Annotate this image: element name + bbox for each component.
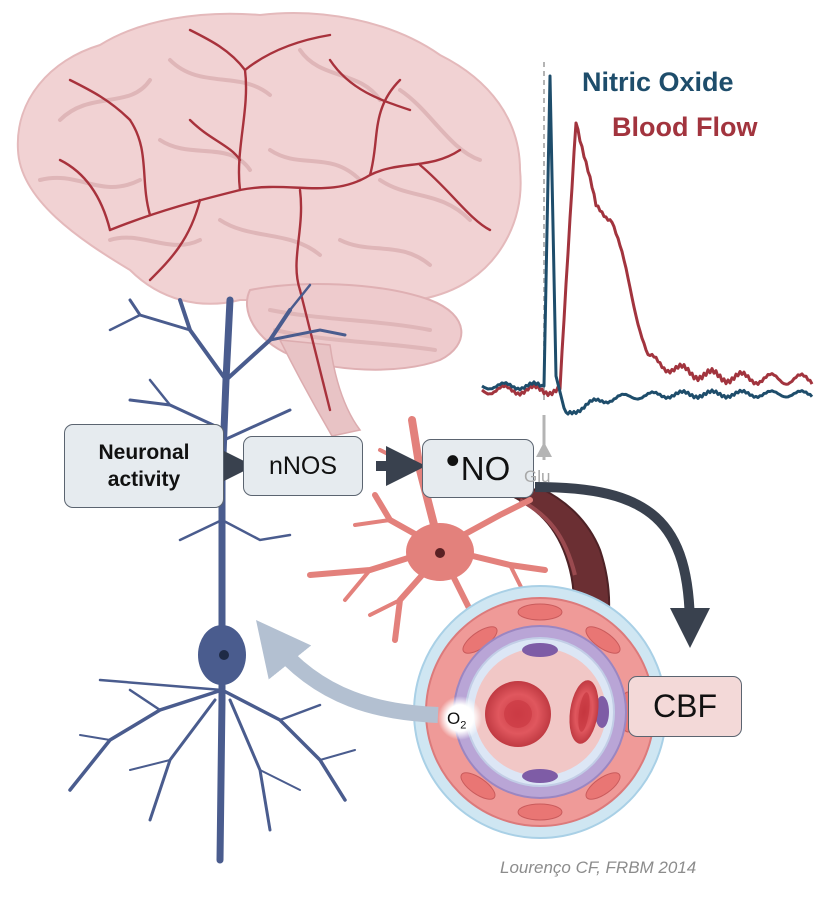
oxygen-label: O2 <box>447 709 466 731</box>
legend-nitric-oxide: Nitric Oxide <box>582 67 734 97</box>
neuronal-activity-label: Neuronal activity <box>98 440 190 491</box>
nitric-oxide-box: •NO <box>422 439 534 498</box>
glu-arrowhead <box>536 442 552 457</box>
astrocyte-nucleus <box>435 548 445 558</box>
blood-vessel-cross-section-illustration <box>413 585 667 839</box>
nitric-oxide-label: NO <box>460 449 511 487</box>
cbf-label: CBF <box>653 688 717 724</box>
oxygen-label-main: O <box>447 709 461 728</box>
citation: Lourenço CF, FRBM 2014 <box>500 858 697 877</box>
radical-dot: • <box>445 438 460 483</box>
neuron-nucleus <box>219 650 229 660</box>
nnos-label: nNOS <box>268 451 338 480</box>
nnos-box: nNOS <box>243 436 363 496</box>
cbf-box: CBF <box>628 676 742 737</box>
traces-plot <box>481 74 814 416</box>
glu-label: Glu <box>524 467 551 486</box>
oxygen-label-sub: 2 <box>460 719 467 732</box>
oxygen-glow <box>438 696 482 740</box>
brain-illustration <box>16 12 522 437</box>
trace-blood-flow <box>481 121 814 397</box>
arrow-no-to-cbf <box>534 482 710 648</box>
trace-nitric-oxide <box>481 74 814 416</box>
legend-blood-flow: Blood Flow <box>612 112 758 142</box>
neuronal-activity-box: Neuronal activity <box>64 424 224 508</box>
oxygen-arrow <box>255 620 439 723</box>
